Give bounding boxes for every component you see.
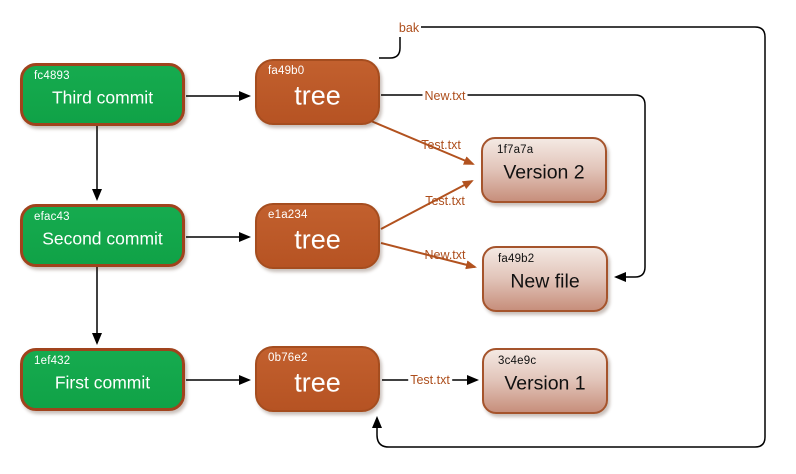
blob-hash: fa49b2 <box>498 253 535 265</box>
commit-hash: efac43 <box>34 211 70 223</box>
blob-node-version2: 1f7a7a Version 2 <box>481 137 607 203</box>
tree-node-e1a234: e1a234 tree <box>255 203 380 269</box>
blob-hash: 1f7a7a <box>497 144 534 156</box>
blob-node-newfile: fa49b2 New file <box>482 246 608 312</box>
tree-label: tree <box>294 80 341 111</box>
commit-label: Third commit <box>51 87 154 108</box>
commit-node-first: 1ef432 First commit <box>20 348 185 411</box>
edge-label-test-txt-tree2: Test.txt <box>425 193 465 208</box>
commit-hash: 1ef432 <box>34 355 71 367</box>
edge-label-test-txt-tree3: Test.txt <box>421 137 461 152</box>
edge-label-new-txt-top: New.txt <box>422 88 468 104</box>
tree-label: tree <box>294 224 341 255</box>
edge-label-new-txt-tree2: New.txt <box>424 247 466 262</box>
commit-hash: fc4893 <box>34 70 70 82</box>
blob-node-version1: 3c4e9c Version 1 <box>482 348 608 414</box>
blob-label: Version 2 <box>503 161 585 184</box>
edge-tree3-newtxt-to-newfile <box>381 94 646 282</box>
tree-hash: 0b76e2 <box>268 352 308 364</box>
edge-label-bak: bak <box>396 20 422 36</box>
edge-tree3-testtxt-to-version2 <box>370 120 475 165</box>
tree-hash: fa49b0 <box>268 65 305 77</box>
edge-bak-loop-to-tree1 <box>372 26 766 448</box>
tree-node-fa49b0: fa49b0 tree <box>255 59 380 125</box>
blob-hash: 3c4e9c <box>498 355 537 367</box>
edge-tree2-testtxt-to-version2 <box>380 180 474 230</box>
tree-hash: e1a234 <box>268 209 308 221</box>
commit-label: First commit <box>54 372 151 393</box>
tree-label: tree <box>294 367 341 398</box>
tree-node-0b76e2: 0b76e2 tree <box>255 346 380 412</box>
blob-label: Version 1 <box>504 372 586 395</box>
commit-label: Second commit <box>42 228 163 249</box>
edge-label-test-txt-tree1: Test.txt <box>408 372 452 388</box>
blob-label: New file <box>510 270 580 293</box>
edge-tree-to-bak-label <box>379 37 401 59</box>
commit-node-second: efac43 Second commit <box>20 204 185 267</box>
commit-node-third: fc4893 Third commit <box>20 63 185 126</box>
edge-tree2-newtxt-to-newfile <box>380 242 477 270</box>
